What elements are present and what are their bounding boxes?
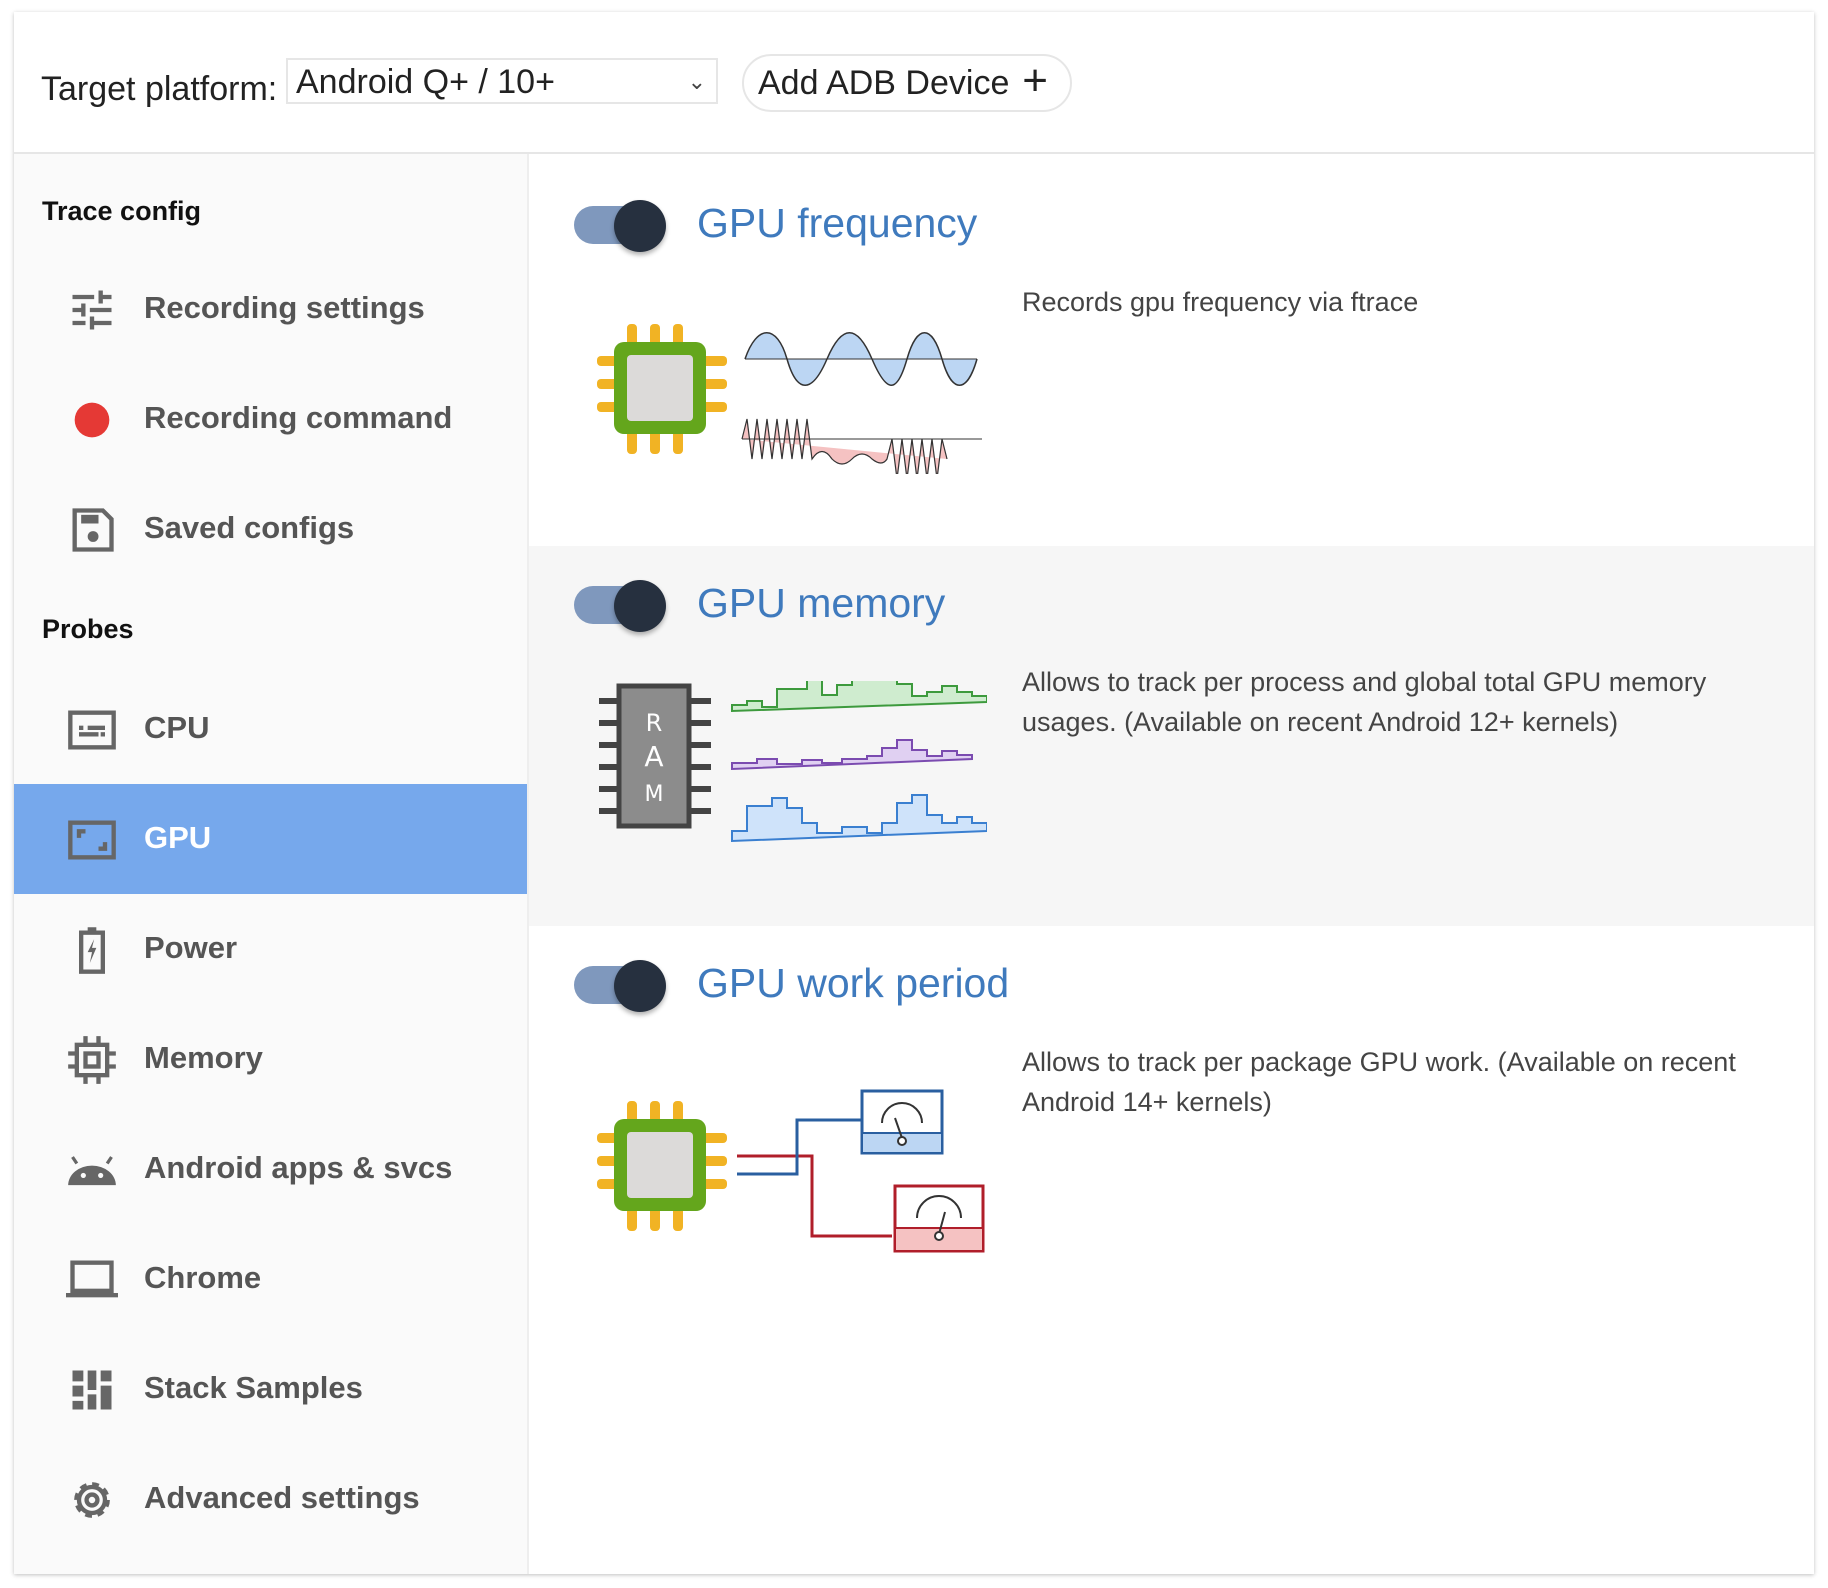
battery-icon: [79, 927, 105, 974]
plus-icon: +: [1022, 56, 1048, 105]
sidebar-item-label: Power: [144, 930, 238, 965]
sidebar-item-power[interactable]: Power: [14, 894, 527, 1004]
probe-description: Records gpu frequency via ftrace: [1022, 287, 1419, 317]
gpu-memory-illustration: R A M: [599, 681, 987, 843]
sidebar-item-gpu[interactable]: GPU: [14, 784, 527, 894]
gauge-icon: [893, 1184, 985, 1253]
probe-title: GPU frequency: [697, 200, 978, 246]
probe-title: GPU work period: [697, 960, 1010, 1006]
gpu-chip-icon: [597, 1101, 727, 1231]
chevron-down-icon: ⌄: [687, 69, 706, 94]
sidebar-item-label: Android apps & svcs: [144, 1150, 453, 1185]
sidebar-item-label: Stack Samples: [144, 1370, 363, 1405]
grid-icon: [72, 1370, 112, 1410]
sidebar: Trace config Recording settings Recordin…: [14, 154, 529, 1574]
probe-list: GPU frequency Records gpu frequency via …: [529, 154, 1814, 1574]
sidebar-item-chrome[interactable]: Chrome: [14, 1224, 527, 1334]
probe-title: GPU memory: [697, 580, 946, 626]
svg-text:M: M: [645, 782, 664, 807]
record-dot-icon: [74, 402, 110, 438]
record-page-card: Target platform: Android Q+ / 10+ ⌄ Add …: [14, 12, 1814, 1574]
sidebar-item-label: Recording command: [144, 400, 453, 435]
probe-gpu-memory: GPU memory Allows to track per process a…: [529, 546, 1814, 926]
laptop-icon: [66, 1260, 118, 1298]
sidebar-item-recording-settings[interactable]: Recording settings: [14, 254, 527, 364]
platform-selected-value: Android Q+ / 10+: [296, 63, 555, 101]
ram-chip-icon: R A M: [599, 683, 711, 829]
target-platform-label: Target platform:: [41, 70, 278, 108]
sidebar-item-label: Recording settings: [144, 290, 425, 325]
gpu-work-period-toggle[interactable]: [574, 956, 666, 1012]
sidebar-item-recording-command[interactable]: Recording command: [14, 364, 527, 474]
sidebar-item-saved-configs[interactable]: Saved configs: [14, 474, 527, 584]
cpu-icon: [68, 710, 116, 750]
sidebar-item-label: Saved configs: [144, 510, 355, 545]
sidebar-item-advanced-settings[interactable]: Advanced settings: [14, 1444, 527, 1554]
probes-heading: Probes: [42, 614, 134, 644]
probe-gpu-frequency: GPU frequency Records gpu frequency via …: [529, 154, 1814, 534]
gpu-work-period-illustration: [597, 1089, 985, 1253]
sidebar-item-cpu[interactable]: CPU: [14, 674, 527, 784]
platform-select[interactable]: Android Q+ / 10+ ⌄: [286, 58, 718, 104]
gpu-frequency-illustration: [597, 324, 982, 474]
probe-gpu-work-period: GPU work period Allows to track per pack…: [529, 926, 1814, 1306]
sidebar-item-label: Chrome: [144, 1260, 262, 1295]
gpu-memory-toggle[interactable]: [574, 576, 666, 632]
svg-text:A: A: [644, 740, 663, 773]
gpu-frequency-toggle[interactable]: [574, 196, 666, 252]
memory-chip-icon: [68, 1036, 116, 1084]
probe-description: Allows to track per process and global t…: [1022, 667, 1707, 737]
probe-description: Allows to track per package GPU work. (A…: [1022, 1047, 1736, 1117]
save-icon: [72, 508, 114, 552]
gpu-chip-icon: [597, 324, 727, 454]
sidebar-item-label: GPU: [144, 820, 212, 855]
add-adb-device-button[interactable]: Add ADB Device +: [742, 54, 1072, 112]
sliders-icon: [72, 290, 112, 330]
header-bar: Target platform: Android Q+ / 10+ ⌄ Add …: [14, 12, 1814, 154]
sidebar-item-memory[interactable]: Memory: [14, 1004, 527, 1114]
android-icon: [68, 1156, 116, 1186]
sidebar-item-stack-samples[interactable]: Stack Samples: [14, 1334, 527, 1444]
trace-config-heading: Trace config: [42, 196, 202, 226]
sidebar-item-android-apps[interactable]: Android apps & svcs: [14, 1114, 527, 1224]
sidebar-item-label: CPU: [144, 710, 210, 745]
gpu-icon: [68, 820, 116, 860]
svg-text:R: R: [646, 709, 663, 737]
sidebar-item-label: Advanced settings: [144, 1480, 420, 1515]
gear-icon: [74, 1482, 110, 1518]
gauge-icon: [860, 1089, 944, 1155]
sidebar-item-label: Memory: [144, 1040, 263, 1075]
add-adb-label: Add ADB Device: [758, 64, 1010, 102]
